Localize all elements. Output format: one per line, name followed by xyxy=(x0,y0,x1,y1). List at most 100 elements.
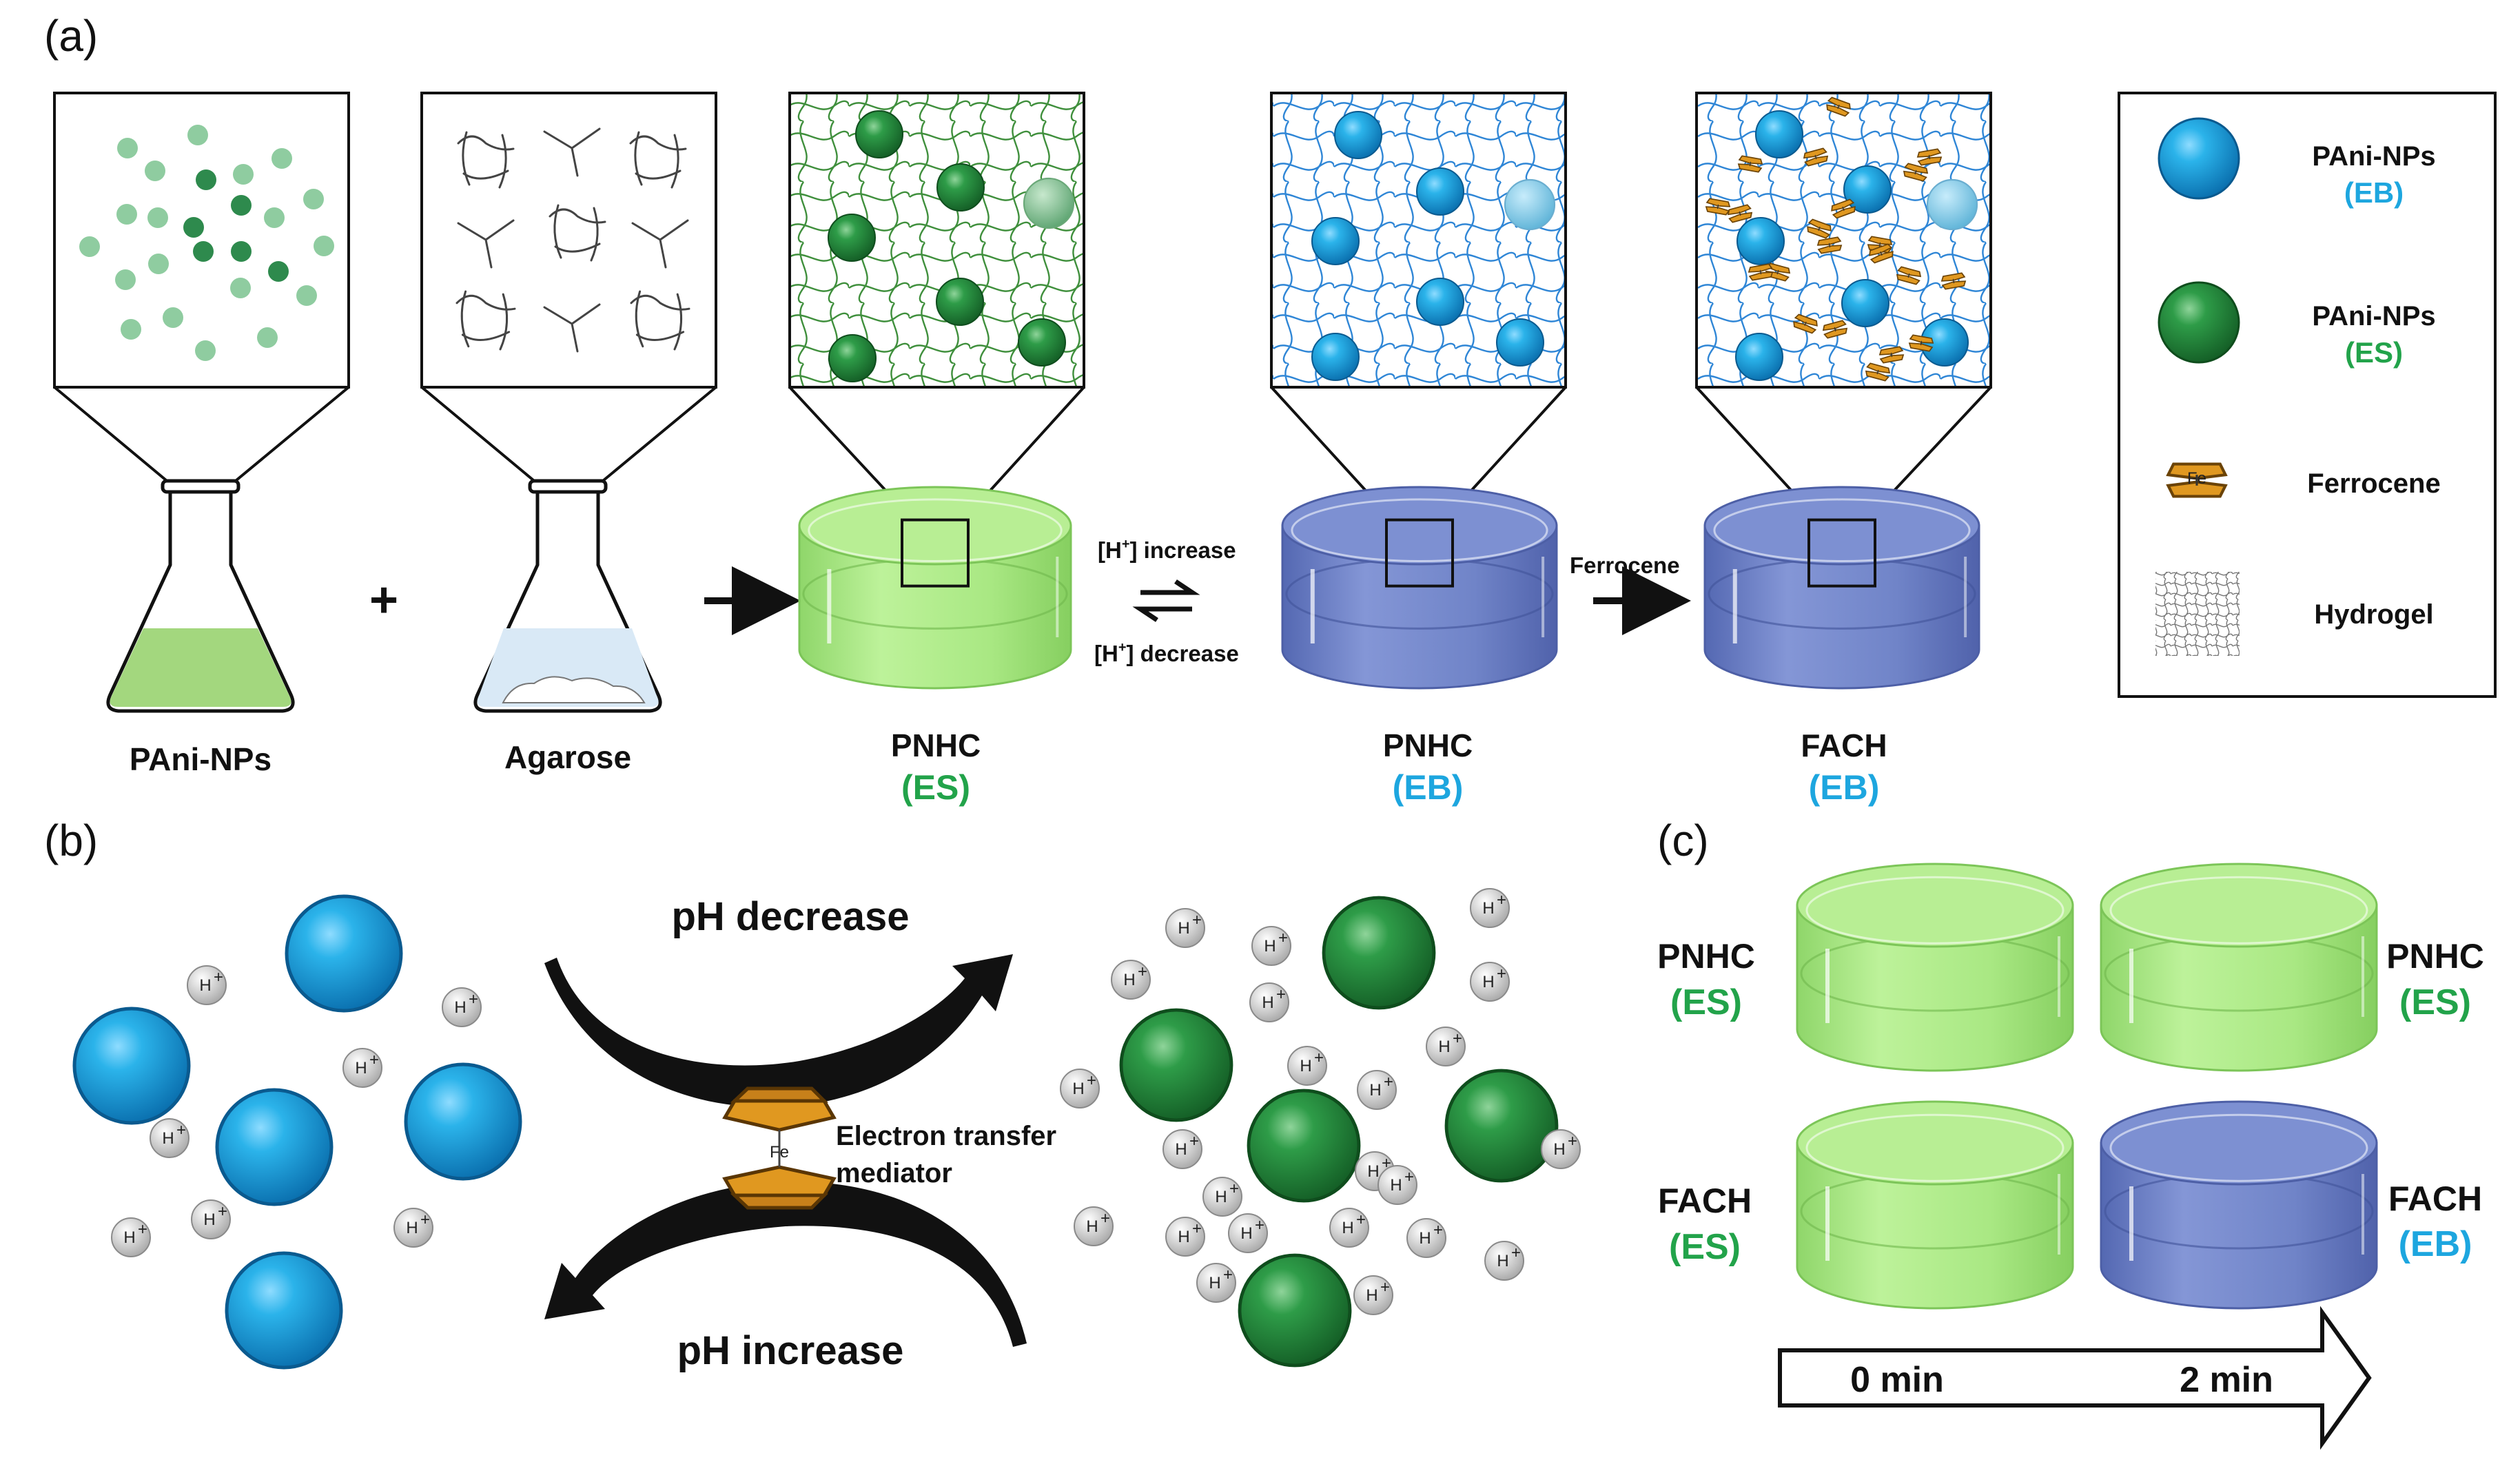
svg-text:H: H xyxy=(1482,899,1494,918)
c-fach-left-title: FACH xyxy=(1658,1182,1752,1220)
pani-es-particle xyxy=(1322,896,1436,1010)
legend-pani-eb-name: PAni-NPs xyxy=(2312,141,2435,172)
gel-fach-eb xyxy=(1703,486,1980,690)
h-ion-icon: H+ xyxy=(187,965,227,1005)
pani-np-dot xyxy=(147,207,168,228)
plus-sign: + xyxy=(369,573,398,628)
pani-es-particle xyxy=(1017,318,1067,367)
legend-pani-es-state: (ES) xyxy=(2345,336,2403,369)
pani-eb-particle xyxy=(72,1007,191,1125)
svg-text:H: H xyxy=(1178,919,1189,938)
pani-np-dot xyxy=(187,125,208,145)
pani-np-dot xyxy=(264,207,285,228)
agarose-fibre xyxy=(543,127,601,177)
svg-text:+: + xyxy=(1223,1266,1233,1284)
svg-text:+: + xyxy=(1100,1209,1110,1228)
pani-np-dot xyxy=(148,254,169,274)
mediator-fe-label: Fe xyxy=(770,1143,789,1162)
h-ion-icon: H+ xyxy=(1162,1129,1202,1169)
svg-text:H: H xyxy=(1086,1217,1098,1236)
pani-eb-particle xyxy=(1736,216,1785,266)
svg-text:H: H xyxy=(1366,1286,1377,1305)
pani-eb-particle xyxy=(404,1062,522,1181)
svg-text:H: H xyxy=(1342,1219,1353,1237)
agarose-fibre xyxy=(455,290,516,351)
pani-eb-particle xyxy=(285,894,403,1013)
pani-np-dot xyxy=(116,204,137,225)
label-pnhc-es-state: (ES) xyxy=(901,768,970,807)
panel-a-label: (a) xyxy=(44,11,98,61)
svg-text:+: + xyxy=(1404,1168,1414,1186)
pani-eb-particle xyxy=(1415,277,1465,327)
gel-fach-eb-2min xyxy=(2100,1100,2378,1310)
ferrocene-mediator-icon xyxy=(722,1086,837,1210)
h-ion-icon: H+ xyxy=(1165,1217,1205,1257)
legend-pani-es-name: PAni-NPs xyxy=(2312,301,2435,331)
h-ion-icon: H+ xyxy=(393,1208,433,1248)
pani-es-particle xyxy=(1238,1253,1352,1368)
svg-text:+: + xyxy=(1276,985,1286,1004)
svg-text:H: H xyxy=(454,998,466,1017)
svg-text:+: + xyxy=(1384,1073,1393,1091)
svg-text:H: H xyxy=(1178,1228,1189,1246)
zoom-box-pnhc-eb xyxy=(1270,92,1567,515)
pani-np-dot xyxy=(314,236,334,256)
zoom-box-pnhc-es xyxy=(788,92,1085,515)
h-ion-icon: H+ xyxy=(150,1118,189,1158)
pani-eb-particle xyxy=(1311,216,1360,266)
label-pnhc-es-title: PNHC xyxy=(891,728,981,763)
pani-es-particle xyxy=(936,163,985,212)
svg-text:+: + xyxy=(420,1210,430,1229)
h-ion-icon: H+ xyxy=(1470,962,1510,1002)
pani-np-dot xyxy=(303,189,324,209)
svg-text:H: H xyxy=(1369,1081,1381,1100)
mediator-label-line1: Electron transfer xyxy=(836,1121,1056,1151)
time-start-label: 0 min xyxy=(1850,1360,1944,1400)
ph-decrease-arrow xyxy=(544,954,1013,1108)
pani-eb-particle xyxy=(1843,165,1892,214)
h-ion-icon: H+ xyxy=(111,1217,151,1257)
pani-es-particle xyxy=(828,333,877,383)
legend-hydrogel-name: Hydrogel xyxy=(2314,599,2433,630)
pani-np-dot xyxy=(231,195,252,216)
agarose-fibre xyxy=(631,219,689,269)
pani-es-particle xyxy=(1444,1069,1559,1183)
agarose-fibre xyxy=(457,219,515,269)
h-ion-icon: H+ xyxy=(1541,1129,1581,1169)
pani-np-dot xyxy=(231,241,252,262)
gel-pnhc-eb xyxy=(1281,486,1558,690)
h-ion-icon: H+ xyxy=(1406,1218,1446,1258)
svg-text:H: H xyxy=(1390,1176,1402,1195)
panel-c-label: (c) xyxy=(1657,816,1709,865)
pani-np-dot xyxy=(272,148,292,169)
pani-np-dot xyxy=(296,285,317,306)
pani-eb-particle xyxy=(1495,318,1545,367)
svg-text:H: H xyxy=(1123,971,1135,989)
pani-es-particle xyxy=(1119,1008,1233,1122)
h-ion-icon: H+ xyxy=(1251,926,1291,966)
svg-text:H: H xyxy=(203,1210,215,1229)
svg-text:H: H xyxy=(199,976,211,995)
svg-text:H: H xyxy=(1209,1274,1220,1292)
blue-sphere-icon xyxy=(2158,117,2240,200)
svg-text:+: + xyxy=(1189,1132,1199,1151)
green-sphere-icon xyxy=(2158,281,2240,364)
h-ion-icon: H+ xyxy=(1484,1241,1524,1281)
svg-text:+: + xyxy=(1497,965,1506,983)
h-ion-icon: H+ xyxy=(1074,1206,1114,1246)
pani-eb-particle xyxy=(1926,178,1978,231)
h-ion-icon: H+ xyxy=(1111,960,1151,1000)
label-pnhc-eb-title: PNHC xyxy=(1383,728,1473,763)
svg-text:+: + xyxy=(138,1220,147,1239)
c-fach-left-state: (ES) xyxy=(1669,1227,1741,1267)
ph-decrease-label: pH decrease xyxy=(672,894,910,939)
h-ion-icon: H+ xyxy=(1329,1208,1369,1248)
label-fach-eb-state: (EB) xyxy=(1809,768,1880,807)
svg-text:H: H xyxy=(1240,1224,1252,1243)
pani-eb-particle xyxy=(225,1251,343,1370)
svg-text:H: H xyxy=(1264,937,1276,956)
h-ion-icon: H+ xyxy=(342,1048,382,1088)
gel-pnhc-es xyxy=(798,486,1072,690)
pani-eb-particle xyxy=(1333,110,1383,160)
agarose-fibre xyxy=(629,131,687,189)
